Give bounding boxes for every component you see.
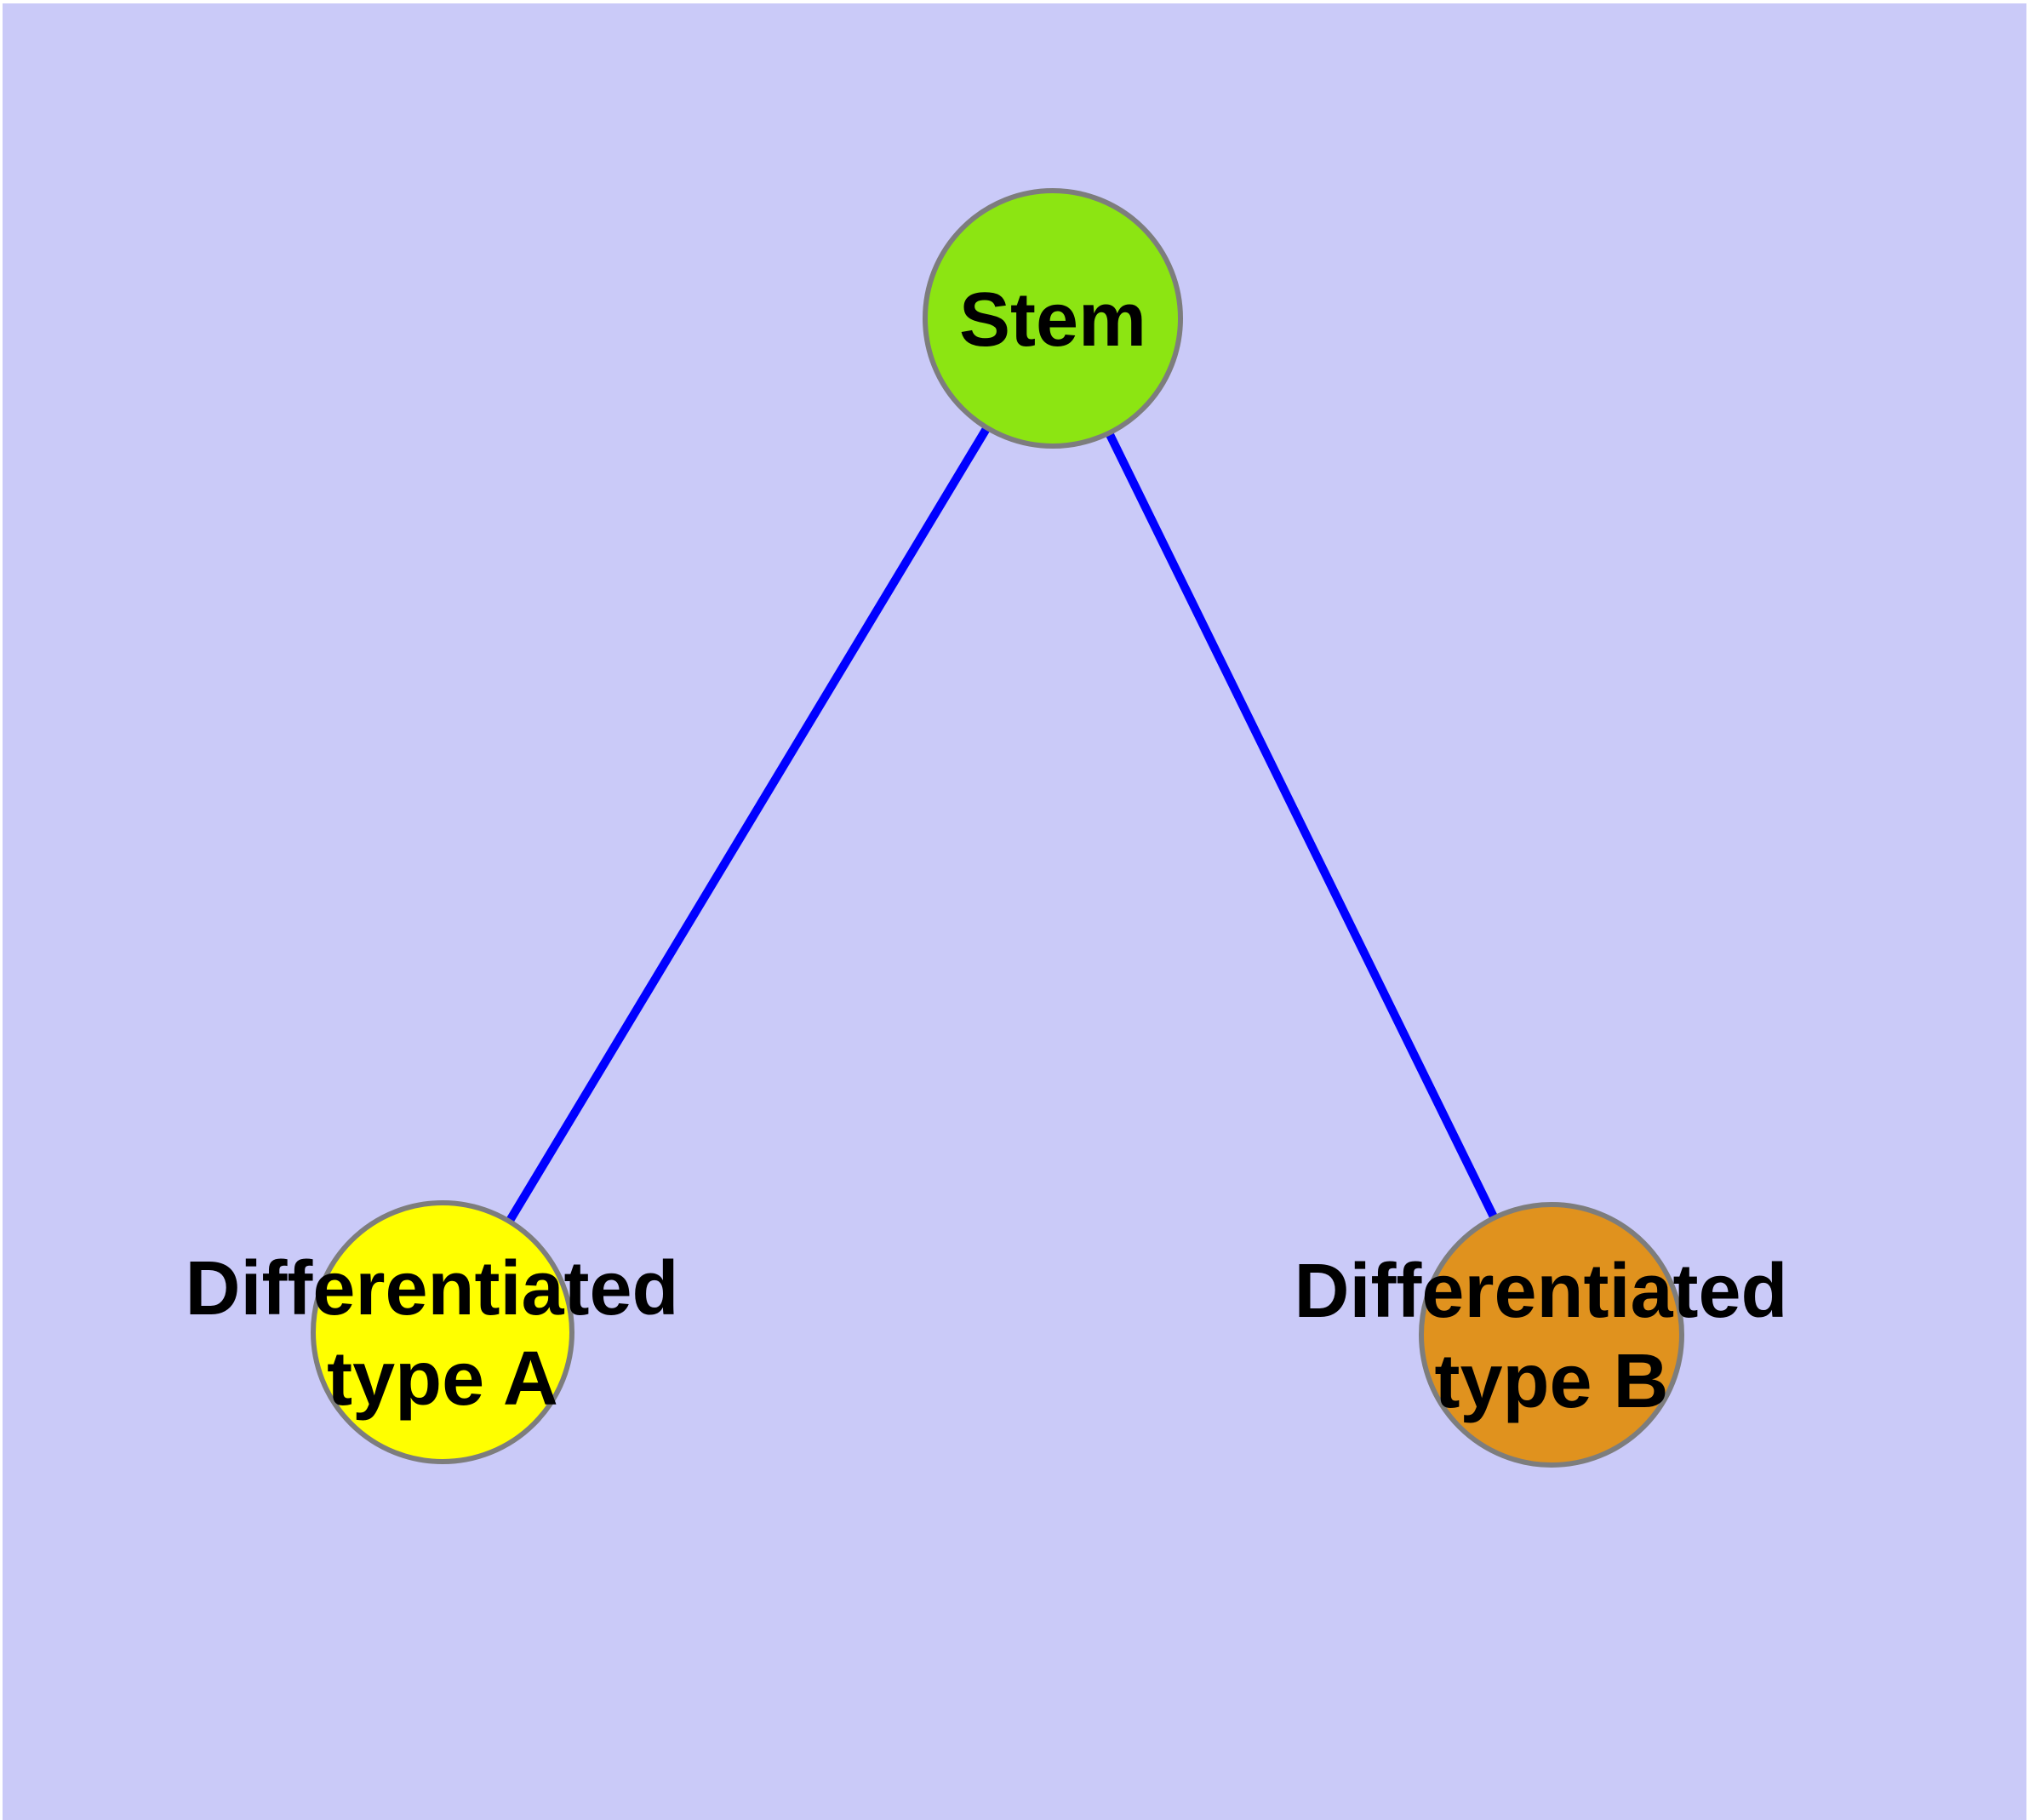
node-stem	[923, 188, 1183, 449]
node-differentiated-type-a	[311, 1200, 574, 1464]
node-differentiated-type-a-label: Differentiated type A	[185, 1246, 700, 1422]
node-stem-label: Stem	[959, 278, 1146, 363]
node-differentiated-type-b-label: Differentiated type B	[1294, 1249, 1809, 1424]
edge-stem-to-type-b	[1049, 316, 1556, 1337]
node-differentiated-type-b	[1419, 1202, 1684, 1468]
edge-stem-to-type-a	[438, 316, 1057, 1335]
